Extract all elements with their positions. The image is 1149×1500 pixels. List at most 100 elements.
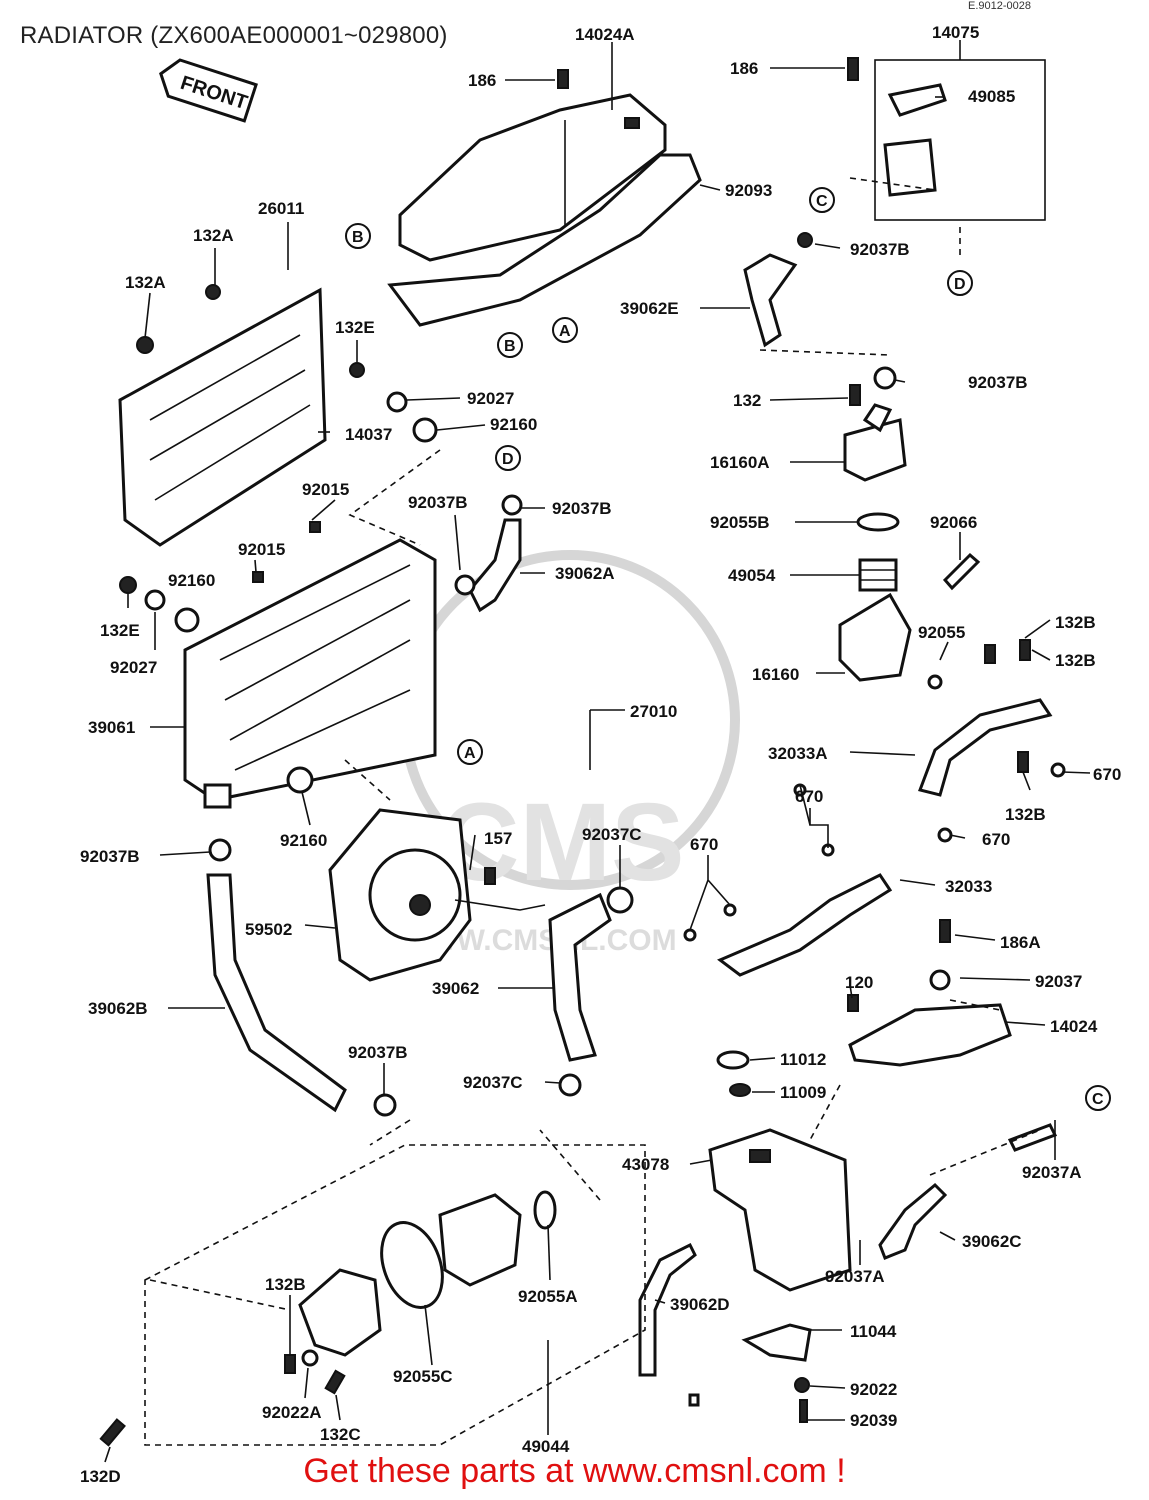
label-14024: 14024 bbox=[1050, 1017, 1098, 1036]
label-92037B-2: 92037B bbox=[968, 373, 1028, 392]
watermark-text: CMS bbox=[440, 781, 684, 904]
hose-39062D[interactable] bbox=[638, 1242, 697, 1377]
label-92160-1: 92160 bbox=[490, 415, 537, 434]
sensor-92066[interactable] bbox=[942, 552, 981, 591]
label-186-right: 186 bbox=[730, 59, 758, 78]
hose-39062C[interactable] bbox=[878, 1182, 948, 1260]
label-92037A-2: 92037A bbox=[825, 1267, 885, 1286]
ref-marker-D-2: D bbox=[495, 445, 521, 471]
cap-49085[interactable] bbox=[887, 83, 947, 117]
label-92037: 92037 bbox=[1035, 972, 1082, 991]
label-92022A: 92022A bbox=[262, 1403, 322, 1422]
label-92055C: 92055C bbox=[393, 1367, 453, 1386]
label-132A-1: 132A bbox=[193, 226, 234, 245]
ref-marker-B-1: B bbox=[345, 223, 371, 249]
label-132E-1: 132E bbox=[335, 318, 375, 337]
label-92066: 92066 bbox=[930, 513, 977, 532]
front-arrow-tag: FRONT bbox=[159, 58, 258, 123]
label-92027-1: 92027 bbox=[467, 389, 514, 408]
leader-lines bbox=[104, 40, 1091, 1463]
label-39062C: 39062C bbox=[962, 1232, 1022, 1251]
label-32033A: 32033A bbox=[768, 744, 828, 763]
label-132D: 132D bbox=[80, 1467, 121, 1486]
pipe-32033A[interactable] bbox=[918, 698, 1053, 797]
svg-text:B: B bbox=[352, 229, 364, 246]
svg-text:A: A bbox=[464, 745, 476, 762]
label-670-3: 670 bbox=[982, 830, 1010, 849]
hose-39062E[interactable] bbox=[743, 253, 798, 348]
routing-lines bbox=[149, 177, 1041, 1311]
reference-markers: B A B C D D A C bbox=[345, 187, 1111, 1111]
cover-14024[interactable] bbox=[848, 1003, 1012, 1067]
label-132E-2: 132E bbox=[100, 621, 140, 640]
label-39062D: 39062D bbox=[670, 1295, 730, 1314]
label-43078: 43078 bbox=[622, 1155, 669, 1174]
label-92015-1: 92015 bbox=[302, 480, 349, 499]
label-26011: 26011 bbox=[258, 199, 304, 218]
label-92037B-1: 92037B bbox=[850, 240, 910, 259]
label-157: 157 bbox=[484, 829, 512, 848]
thermostat-49054[interactable] bbox=[858, 558, 898, 592]
svg-text:C: C bbox=[1092, 1091, 1104, 1108]
label-39062B: 39062B bbox=[88, 999, 148, 1018]
label-670-1: 670 bbox=[1093, 765, 1121, 784]
page-title: RADIATOR (ZX600AE000001~029800) bbox=[20, 22, 448, 49]
seal-92093[interactable] bbox=[387, 153, 702, 327]
label-16160: 16160 bbox=[752, 665, 799, 684]
label-92037B-3: 92037B bbox=[408, 493, 468, 512]
label-120: 120 bbox=[845, 973, 873, 992]
label-132A-2: 132A bbox=[125, 273, 166, 292]
label-92160-3: 92160 bbox=[280, 831, 327, 850]
label-132B-1: 132B bbox=[1055, 613, 1096, 632]
label-132B-2: 132B bbox=[1055, 651, 1096, 670]
label-39061: 39061 bbox=[88, 718, 135, 737]
svg-text:C: C bbox=[816, 193, 828, 210]
label-49054: 49054 bbox=[728, 566, 776, 585]
fasteners bbox=[99, 57, 1066, 1447]
pipe-32033[interactable] bbox=[717, 873, 893, 977]
label-132B-3: 132B bbox=[1005, 805, 1046, 824]
oring-92055B[interactable] bbox=[856, 512, 900, 532]
label-92022: 92022 bbox=[850, 1380, 897, 1399]
label-92027-2: 92027 bbox=[110, 658, 157, 677]
water-pump-49044[interactable] bbox=[144, 1144, 646, 1446]
ref-marker-D-1: D bbox=[947, 270, 973, 296]
label-11012: 11012 bbox=[780, 1050, 826, 1069]
hose-39062B[interactable] bbox=[206, 873, 347, 1113]
label-49044: 49044 bbox=[522, 1437, 570, 1456]
label-92037B-6: 92037B bbox=[348, 1043, 408, 1062]
ref-marker-C-2: C bbox=[1085, 1085, 1111, 1111]
part-labels: 14024A 14075 186 186 49085 92093 26011 1… bbox=[80, 23, 1121, 1486]
label-92037B-5: 92037B bbox=[80, 847, 140, 866]
label-39062: 39062 bbox=[432, 979, 479, 998]
label-670-2: 670 bbox=[795, 787, 823, 806]
ref-marker-A-1: A bbox=[552, 317, 578, 343]
bracket-11044[interactable] bbox=[741, 1323, 812, 1362]
housing-16160[interactable] bbox=[838, 592, 912, 682]
label-132B-4: 132B bbox=[265, 1275, 306, 1294]
svg-text:D: D bbox=[502, 451, 514, 468]
screen-14037[interactable] bbox=[118, 287, 327, 547]
radiator-39061[interactable] bbox=[183, 538, 437, 809]
svg-text:D: D bbox=[954, 276, 966, 293]
label-11044: 11044 bbox=[850, 1322, 897, 1341]
label-39062A: 39062A bbox=[555, 564, 615, 583]
label-32033: 32033 bbox=[945, 877, 992, 896]
label-27010: 27010 bbox=[630, 702, 677, 721]
ref-marker-A-2: A bbox=[457, 739, 483, 765]
label-186A: 186A bbox=[1000, 933, 1041, 952]
filler-neck[interactable] bbox=[883, 138, 937, 197]
hose-39062[interactable] bbox=[548, 892, 612, 1062]
label-92037A-1: 92037A bbox=[1022, 1163, 1082, 1182]
hose-92037A[interactable] bbox=[1007, 1123, 1058, 1152]
reservoir-43078[interactable] bbox=[708, 1128, 852, 1292]
label-92055B: 92055B bbox=[710, 513, 770, 532]
diagram-code: E.9012-0028 bbox=[968, 0, 1031, 12]
cap-assembly-box-14075 bbox=[874, 59, 1046, 221]
shroud-14024A[interactable] bbox=[398, 93, 667, 262]
footer-link[interactable]: Get these parts at www.cmsnl.com ! bbox=[303, 1452, 846, 1490]
housing-16160A[interactable] bbox=[843, 403, 907, 482]
hose-39062A[interactable] bbox=[468, 518, 522, 613]
fan-59502[interactable] bbox=[328, 808, 546, 982]
